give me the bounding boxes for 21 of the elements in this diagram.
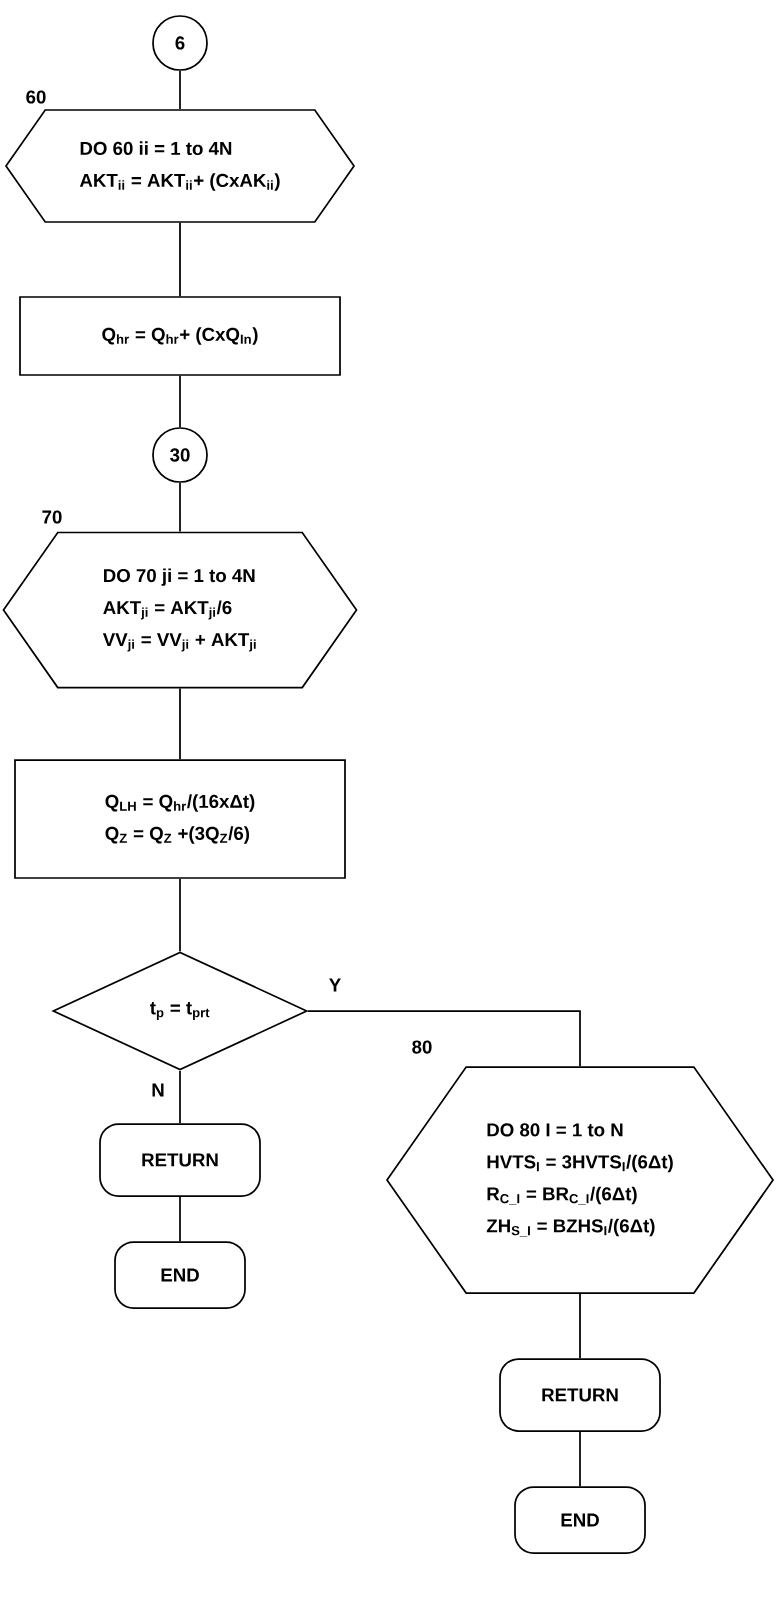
connector-line xyxy=(179,222,181,297)
edge-label: N xyxy=(148,1080,168,1100)
loop-hexagon: DO 60 ii = 1 to 4N AKT$_{ii}$ = AKT$_{ii}$+ (CxAK$_{ii}$) xyxy=(4,109,356,223)
connector-line xyxy=(579,1431,581,1487)
connector-line xyxy=(179,1196,181,1242)
step-number: 80 xyxy=(412,1040,432,1054)
edge-label: Y xyxy=(326,975,344,995)
connector-line xyxy=(179,70,181,110)
loop-hexagon: DO 70 ji = 1 to 4N AKT$_{ji}$ = AKT$_{ji}$/6 VV$_{ji}$ = VV$_{ji}$ + AKT$_{ji}$ xyxy=(2,531,358,689)
connector-line xyxy=(579,1293,581,1359)
connector-line xyxy=(179,482,181,533)
process-box: Q$_{hr}$ = Q$_{hr}$+ (CxQ$_{In}$) xyxy=(19,296,341,376)
connector-line xyxy=(179,878,181,952)
connector-line xyxy=(179,1070,181,1124)
connector-line xyxy=(179,687,181,760)
connector-line xyxy=(179,375,181,428)
connector-line xyxy=(307,1010,581,1067)
step-number: 60 xyxy=(26,90,46,104)
loop-hexagon: DO 80 I = 1 to N HVTS$_{I}$ = 3HVTS$_{I}$/(6Δt) R$_{C_I}$ = BR$_{C_I}$/(6Δt) ZH$_{S_I}$ = BZHS$_{I}$/(6Δt) xyxy=(385,1066,775,1294)
step-number: 70 xyxy=(42,510,62,524)
process-box: Q$_{LH}$ = Q$_{hr}$/(16xΔt) Q$_{Z}$ = Q$_{Z}$ +(3Q$_{Z}$/6) xyxy=(14,759,346,879)
